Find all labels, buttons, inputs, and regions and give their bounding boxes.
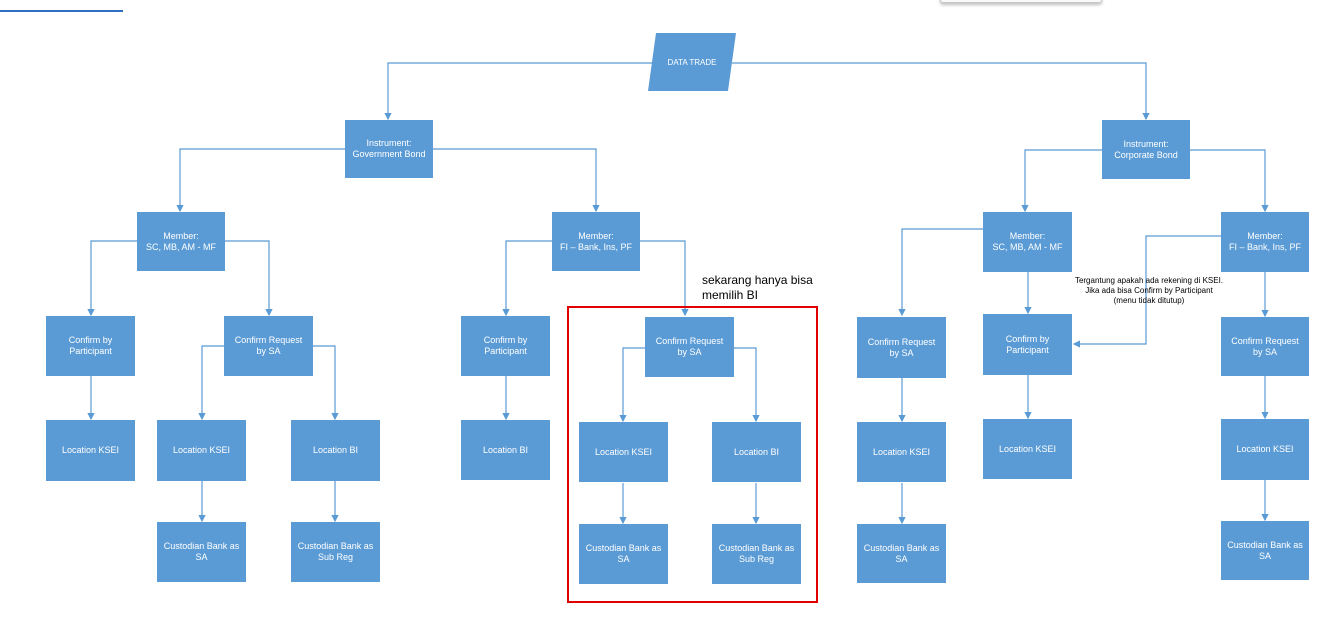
root-label: DATA TRADE <box>667 57 717 67</box>
node-corp-sc-confirm-participant: Confirm by Participant <box>983 314 1072 375</box>
node-corp-sc-location-ksei-b: Location KSEI <box>983 419 1072 479</box>
node-corp-sc-confirm-request: Confirm Request by SA <box>857 317 946 378</box>
node-corp-sc-location-ksei: Location KSEI <box>857 422 946 482</box>
node-gov-sc-custodian-subreg: Custodian Bank as Sub Reg <box>291 522 380 582</box>
node-gov-sc-location-ksei-b: Location KSEI <box>157 420 246 481</box>
corp-note: Tergantung apakah ada rekening di KSEI. … <box>1074 276 1224 305</box>
connector-sc-request <box>225 240 273 317</box>
node-corp-fi-custodian-sa: Custodian Bank as SA <box>1221 521 1309 580</box>
connector-sc-participant <box>87 240 137 317</box>
node-corp-member-sc: Member: SC, MB, AM - MF <box>983 212 1072 272</box>
node-gov-instrument: Instrument: Government Bond <box>345 120 433 178</box>
highlight-box <box>567 306 818 603</box>
node-gov-sc-confirm-request: Confirm Request by SA <box>224 316 313 376</box>
root-shape <box>648 33 736 91</box>
node-gov-fi-confirm-request: Confirm Request by SA <box>645 317 734 377</box>
menu-popup-edge <box>940 0 1102 3</box>
connector-gov-sc <box>176 148 345 213</box>
node-corp-fi-location-ksei: Location KSEI <box>1221 419 1309 480</box>
node-gov-sc-confirm-participant: Confirm by Participant <box>46 316 135 376</box>
node-gov-fi-location-bi: Location BI <box>461 420 550 480</box>
connector-gov-fi <box>433 148 600 213</box>
connector-root-gov <box>384 62 652 121</box>
highlight-note: sekarang hanya bisa memilih BI <box>702 273 813 302</box>
node-corp-sc-custodian-sa: Custodian Bank as SA <box>857 524 946 583</box>
node-gov-sc-location-ksei-a: Location KSEI <box>46 420 135 481</box>
connector-root-corp <box>732 62 1150 121</box>
node-gov-member-fi: Member: FI – Bank, Ins, PF <box>552 212 640 271</box>
node-gov-fi-location-ksei: Location KSEI <box>579 422 668 482</box>
node-gov-fi-confirm-participant: Confirm by Participant <box>461 316 550 376</box>
node-gov-fi-location-bi-b: Location BI <box>712 422 801 482</box>
node-corp-instrument: Instrument: Corporate Bond <box>1102 120 1190 179</box>
node-corp-fi-confirm-request: Confirm Request by SA <box>1221 317 1309 376</box>
node-gov-sc-location-bi: Location BI <box>291 420 380 481</box>
node-gov-member-sc: Member: SC, MB, AM - MF <box>137 212 225 271</box>
top-link-underline <box>0 10 123 12</box>
node-gov-fi-custodian-subreg: Custodian Bank as Sub Reg <box>712 524 801 584</box>
node-gov-fi-custodian-sa: Custodian Bank as SA <box>579 524 668 584</box>
node-corp-member-fi: Member: FI – Bank, Ins, PF <box>1221 212 1309 272</box>
node-gov-sc-custodian-sa: Custodian Bank as SA <box>157 522 246 582</box>
